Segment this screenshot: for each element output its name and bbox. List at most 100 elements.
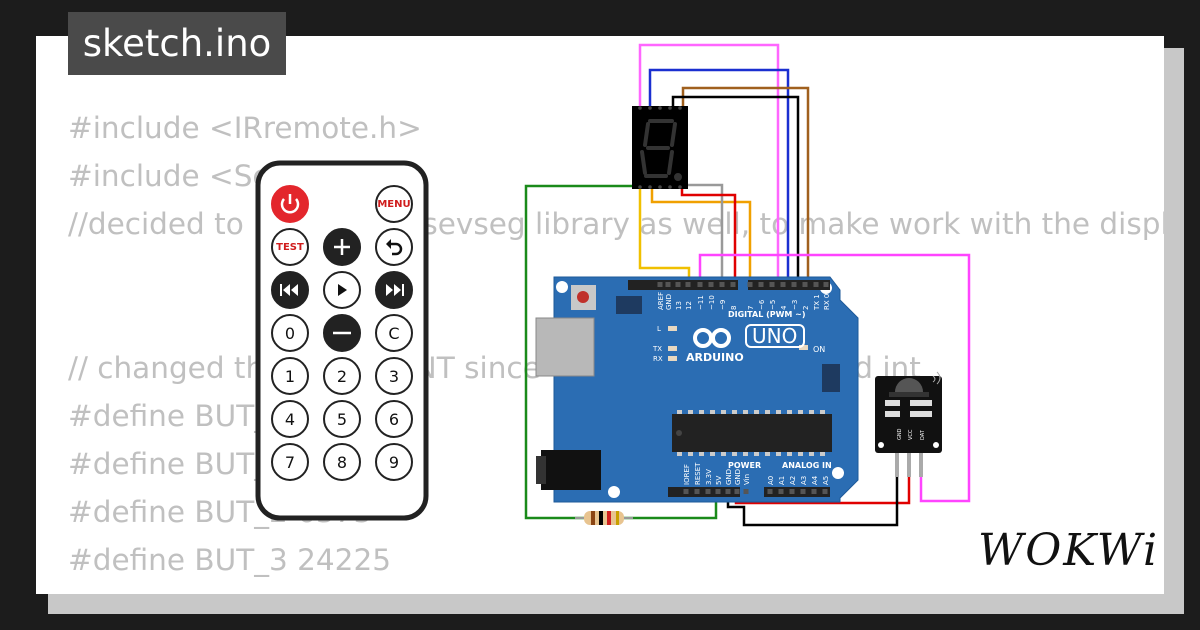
remote-button-label: 9: [389, 453, 399, 472]
remote-button-c[interactable]: C: [375, 314, 413, 352]
remote-button-label: 3: [389, 367, 399, 386]
digital-pin-label: ~3: [791, 300, 799, 310]
remote-button-next[interactable]: [375, 271, 413, 309]
power-icon: [280, 194, 300, 214]
remote-button-label: 0: [285, 324, 295, 343]
digital-pin-label: RX 0: [823, 294, 831, 310]
ir-pin-gnd: GND: [897, 428, 903, 440]
digital-pin-label: 7: [747, 306, 755, 310]
remote-button-label: 4: [285, 410, 295, 429]
analog-pin-label: A4: [811, 475, 819, 485]
digital-pin-label: 12: [685, 301, 693, 310]
remote-button-play[interactable]: [323, 271, 361, 309]
remote-button-8[interactable]: 8: [323, 443, 361, 481]
remote-button-test[interactable]: TEST: [271, 228, 309, 266]
arduino-brand: ARDUINO: [686, 351, 744, 364]
power-pin-label: RESET: [694, 462, 702, 485]
prev-icon: [280, 284, 298, 296]
digital-pin-label: ~9: [719, 300, 727, 310]
power-pin-label: GND: [725, 469, 733, 485]
wire-red-top: [680, 188, 737, 282]
wire-black-bottom: [726, 448, 899, 527]
ir-receiver[interactable]: GND VCC DAT: [875, 371, 942, 477]
digital-pin-label: ~5: [769, 300, 777, 310]
power-pin-label: 3.3V: [705, 469, 713, 485]
remote-button-0[interactable]: 0: [271, 314, 309, 352]
plus-icon: [334, 239, 350, 255]
ir-remote[interactable]: MENU TEST 0 C 1 2 3 4 5 6 7 8 9: [255, 160, 429, 521]
remote-button-4[interactable]: 4: [271, 400, 309, 438]
wire-orange: [650, 188, 752, 282]
power-pin-label: 5V: [715, 476, 723, 485]
wire-pink-right: [698, 253, 971, 503]
sketch-filename: sketch.ino: [68, 12, 286, 75]
seven-segment-display[interactable]: [632, 106, 688, 189]
wokwi-logo: WOKWi: [978, 525, 1160, 576]
play-icon: [338, 284, 347, 296]
remote-button-power[interactable]: [271, 185, 309, 223]
digital-pwm-label: DIGITAL (PWM ~): [728, 310, 806, 319]
digital-pin-label: AREF: [657, 292, 665, 310]
wire-blue: [648, 68, 790, 280]
remote-button-plus[interactable]: [323, 228, 361, 266]
on-label: ON: [813, 345, 825, 354]
ir-pin-dat: DAT: [920, 429, 926, 440]
analog-label: ANALOG IN: [782, 461, 832, 470]
back-icon: [386, 239, 403, 256]
digital-pin-label: GND: [665, 294, 673, 310]
code-line: #define BUT_4 18615: [68, 584, 1164, 594]
arduino-logo-icon: [693, 328, 731, 348]
ir-pin-vcc: VCC: [908, 429, 914, 440]
remote-button-label: TEST: [276, 242, 304, 253]
remote-button-label: 8: [337, 453, 347, 472]
remote-button-label: MENU: [377, 199, 410, 210]
led-label-l: L: [657, 325, 661, 333]
remote-button-minus[interactable]: [323, 314, 361, 352]
arduino-model: UNO: [752, 324, 797, 348]
remote-button-1[interactable]: 1: [271, 357, 309, 395]
remote-button-prev[interactable]: [271, 271, 309, 309]
power-pin-label: IOREF: [683, 464, 691, 485]
digital-pin-label: ~10: [708, 295, 716, 310]
remote-button-9[interactable]: 9: [375, 443, 413, 481]
remote-button-label: C: [388, 324, 399, 343]
wire-yellow: [638, 188, 691, 282]
analog-pin-label: A0: [767, 476, 775, 485]
remote-button-label: 5: [337, 410, 347, 429]
remote-button-3[interactable]: 3: [375, 357, 413, 395]
led-label-tx: TX: [652, 345, 662, 353]
remote-button-menu[interactable]: MENU: [375, 185, 413, 223]
power-pin-label: GND: [734, 469, 742, 485]
remote-button-5[interactable]: 5: [323, 400, 361, 438]
remote-button-6[interactable]: 6: [375, 400, 413, 438]
analog-pin-label: A3: [800, 476, 808, 485]
remote-button-back[interactable]: [375, 228, 413, 266]
code-line: #include <IRremote.h>: [68, 111, 422, 145]
remote-button-label: 7: [285, 453, 295, 472]
power-label: POWER: [728, 461, 761, 470]
analog-pin-label: A2: [789, 476, 797, 485]
digital-pin-label: 8: [730, 306, 738, 310]
digital-pin-label: TX 1: [813, 294, 821, 311]
wire-black-top: [671, 95, 800, 280]
remote-button-7[interactable]: 7: [271, 443, 309, 481]
analog-pin-label: A5: [822, 476, 830, 485]
wire-pink-top: [638, 43, 780, 280]
remote-button-label: 6: [389, 410, 399, 429]
code-line: #define BUT_3 24225: [68, 543, 391, 577]
analog-pin-label: A1: [778, 476, 786, 485]
remote-button-label: 2: [337, 367, 347, 386]
remote-button-2[interactable]: 2: [323, 357, 361, 395]
resistor[interactable]: [575, 511, 633, 525]
digital-pin-label: ~6: [758, 299, 766, 310]
digital-pin-label: ~11: [697, 295, 705, 310]
next-icon: [386, 284, 404, 296]
digital-pin-label: 2: [802, 306, 810, 310]
power-pin-label: Vin: [743, 474, 751, 485]
digital-pin-label: 13: [675, 301, 683, 310]
digital-pin-label: 4: [780, 305, 788, 310]
led-label-rx: RX: [653, 355, 663, 363]
remote-button-label: 1: [285, 367, 295, 386]
